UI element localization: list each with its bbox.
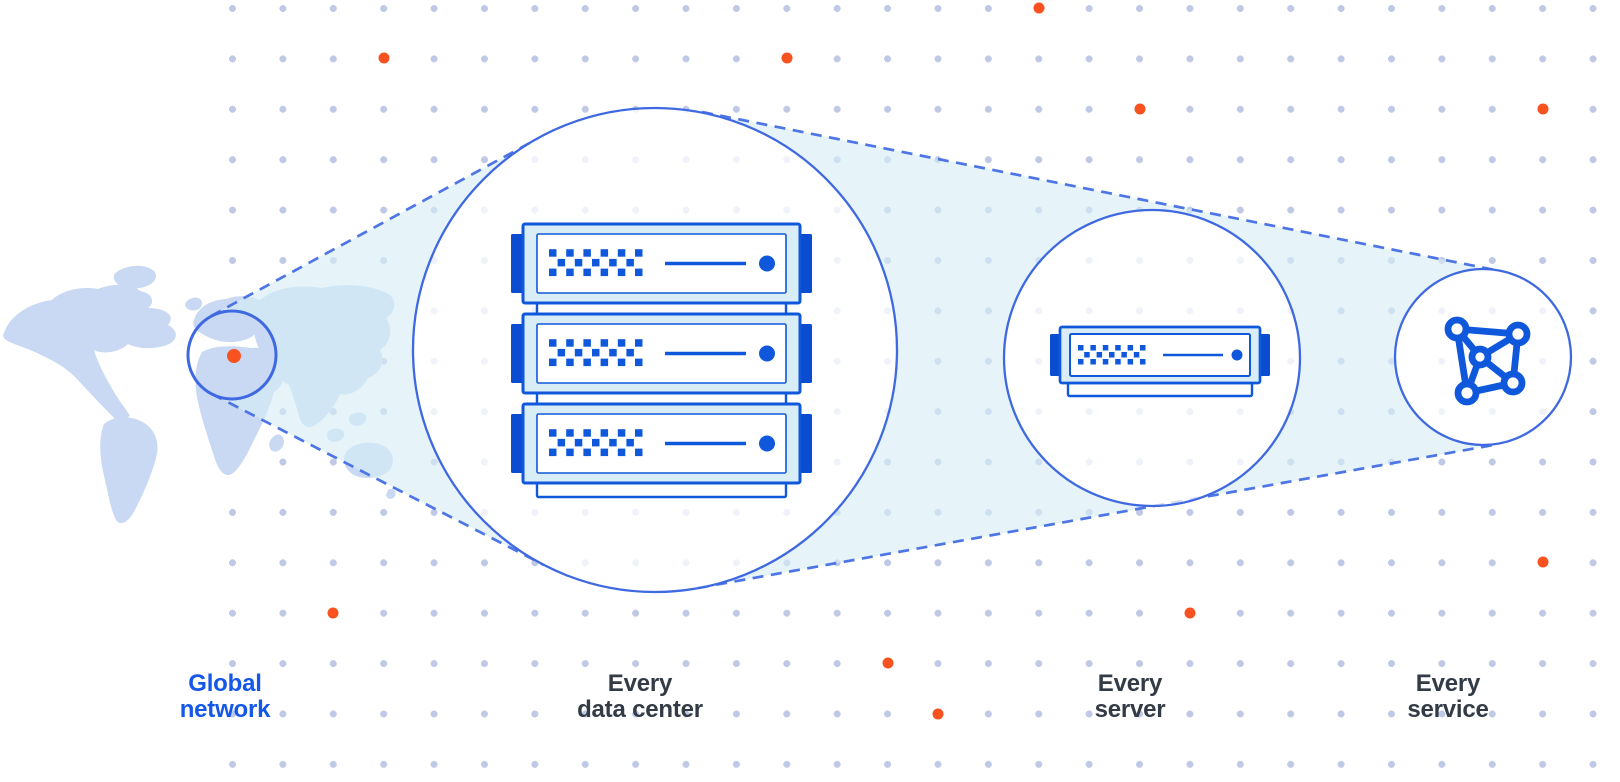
- server-unit-icon: [509, 312, 814, 395]
- label-line: Every: [607, 670, 673, 697]
- server-unit-icon: [509, 402, 814, 485]
- label-line: Every: [1097, 670, 1163, 697]
- accent-dot: [1537, 103, 1549, 115]
- server-unit-icon: [509, 222, 814, 305]
- accent-dot: [932, 708, 944, 720]
- accent-dot: [1134, 103, 1146, 115]
- accent-dot: [781, 52, 793, 64]
- network-mesh-icon: [1444, 316, 1531, 406]
- server-base: [535, 481, 788, 499]
- server-rack-icon: [509, 222, 814, 499]
- label-every-data-center: Every data center: [577, 671, 703, 723]
- label-global-network: Global network: [180, 671, 271, 723]
- accent-dot: [378, 52, 390, 64]
- label-line: network: [179, 696, 271, 723]
- beam-dashed-lines: [210, 110, 1501, 590]
- server-base: [1066, 381, 1254, 398]
- label-line: Every: [1415, 670, 1481, 697]
- accent-dot: [882, 657, 894, 669]
- server-unit-icon: [1050, 325, 1270, 398]
- accent-dot: [327, 607, 339, 619]
- map-focus-circle: [186, 309, 278, 401]
- label-line: server: [1094, 696, 1166, 723]
- label-line: data center: [577, 696, 703, 723]
- accent-dot: [1184, 607, 1196, 619]
- location-marker-icon: [227, 349, 241, 363]
- accent-dot: [1033, 2, 1045, 14]
- accent-dot: [1537, 556, 1549, 568]
- label-line: Global: [188, 670, 262, 697]
- label-every-service: Every service: [1407, 670, 1489, 723]
- label-every-server: Every server: [1095, 671, 1166, 723]
- label-line: service: [1407, 696, 1489, 723]
